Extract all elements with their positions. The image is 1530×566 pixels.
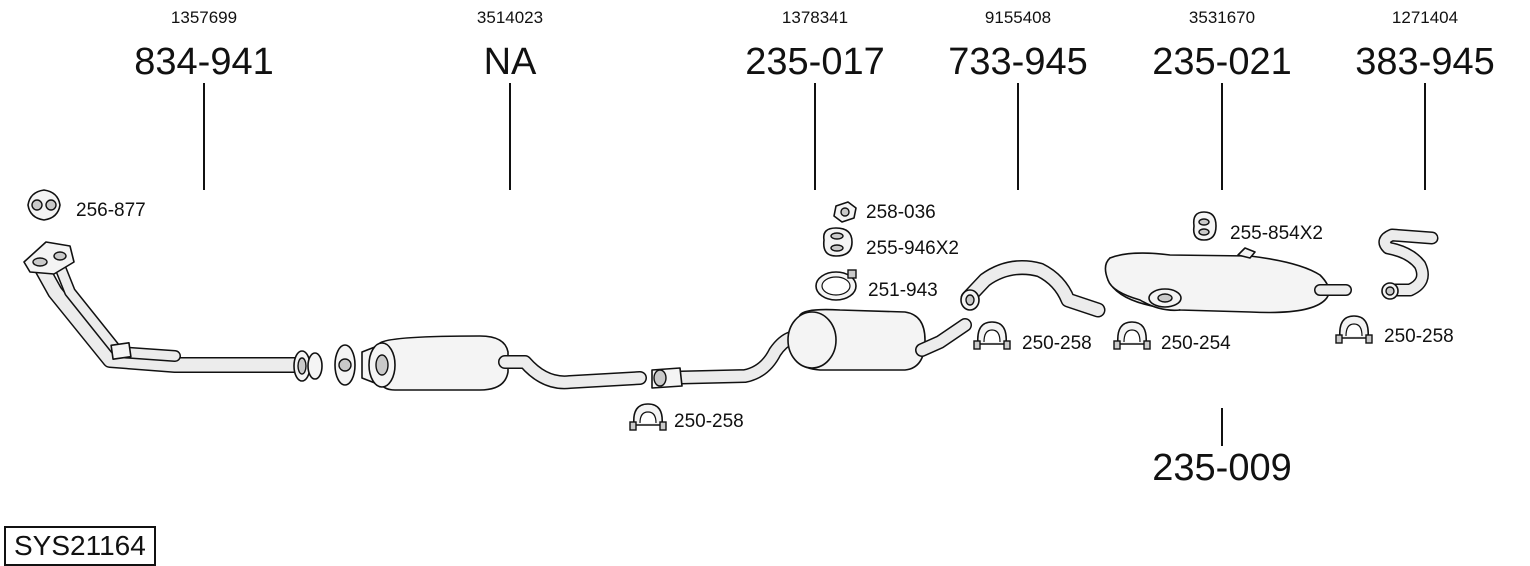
part-number[interactable]: 834-941 <box>134 41 273 83</box>
component-tail-pipe: 1271404 383-945 <box>1355 8 1495 190</box>
accessory-label[interactable]: 255-854X2 <box>1230 223 1323 244</box>
accessory-rubber-mount: 255-854X2 <box>1192 211 1323 244</box>
accessory-label[interactable]: 258-036 <box>866 202 936 223</box>
component-intermediate-pipe: 9155408 733-945 <box>948 8 1088 190</box>
accessory-clamp: 250-254 <box>1113 321 1231 354</box>
part-number[interactable]: 235-009 <box>1152 447 1291 489</box>
oem-number: 3514023 <box>477 8 543 27</box>
oem-number: 3531670 <box>1189 8 1255 27</box>
accessory-clamp: 250-258 <box>973 321 1092 354</box>
rubber-mount-icon <box>1192 211 1217 241</box>
front-pipe-drawing <box>23 241 323 382</box>
accessory-label[interactable]: 250-254 <box>1161 333 1231 354</box>
system-code-box: SYS21164 <box>4 526 156 566</box>
oem-number: 1271404 <box>1392 8 1458 27</box>
rear-silencer-drawing <box>1104 247 1352 314</box>
accessory-label[interactable]: 250-258 <box>1384 326 1454 347</box>
accessory-label[interactable]: 250-258 <box>1022 333 1092 354</box>
rubber-mount-icon <box>822 227 853 257</box>
part-number[interactable]: 235-017 <box>745 41 884 83</box>
component-rear-silencer-alt: 235-009 <box>1152 408 1292 489</box>
part-number[interactable]: 733-945 <box>948 41 1087 83</box>
accessory-clamp-ring: 251-943 <box>815 269 938 301</box>
oem-number: 9155408 <box>985 8 1051 27</box>
component-front-pipe: 1357699 834-941 <box>134 8 274 190</box>
gasket-icon <box>27 189 61 221</box>
part-number[interactable]: 383-945 <box>1355 41 1494 83</box>
accessory-label[interactable]: 255-946X2 <box>866 238 959 259</box>
middle-silencer-drawing <box>651 308 972 389</box>
accessory-gasket: 256-877 <box>27 189 146 221</box>
tail-pipe-drawing <box>1378 228 1439 300</box>
component-rear-silencer: 3531670 235-021 <box>1152 8 1292 190</box>
part-number[interactable]: NA <box>484 41 537 83</box>
catalyst-drawing <box>334 335 647 391</box>
accessory-clamp: 250-258 <box>1335 315 1454 347</box>
part-number[interactable]: 235-021 <box>1152 41 1291 83</box>
intermediate-pipe-drawing <box>960 260 1106 318</box>
accessory-clamp: 250-258 <box>629 403 744 432</box>
oem-number: 1378341 <box>782 8 848 27</box>
accessory-label[interactable]: 250-258 <box>674 411 744 432</box>
component-middle-silencer: 1378341 235-017 <box>745 8 885 190</box>
component-catalyst: 3514023 NA <box>477 8 543 190</box>
accessory-label[interactable]: 256-877 <box>76 200 146 221</box>
accessory-label[interactable]: 251-943 <box>868 280 938 301</box>
oem-number: 1357699 <box>171 8 237 27</box>
accessory-rubber-mount: 255-946X2 <box>822 227 959 259</box>
accessory-nut: 258-036 <box>833 201 936 223</box>
